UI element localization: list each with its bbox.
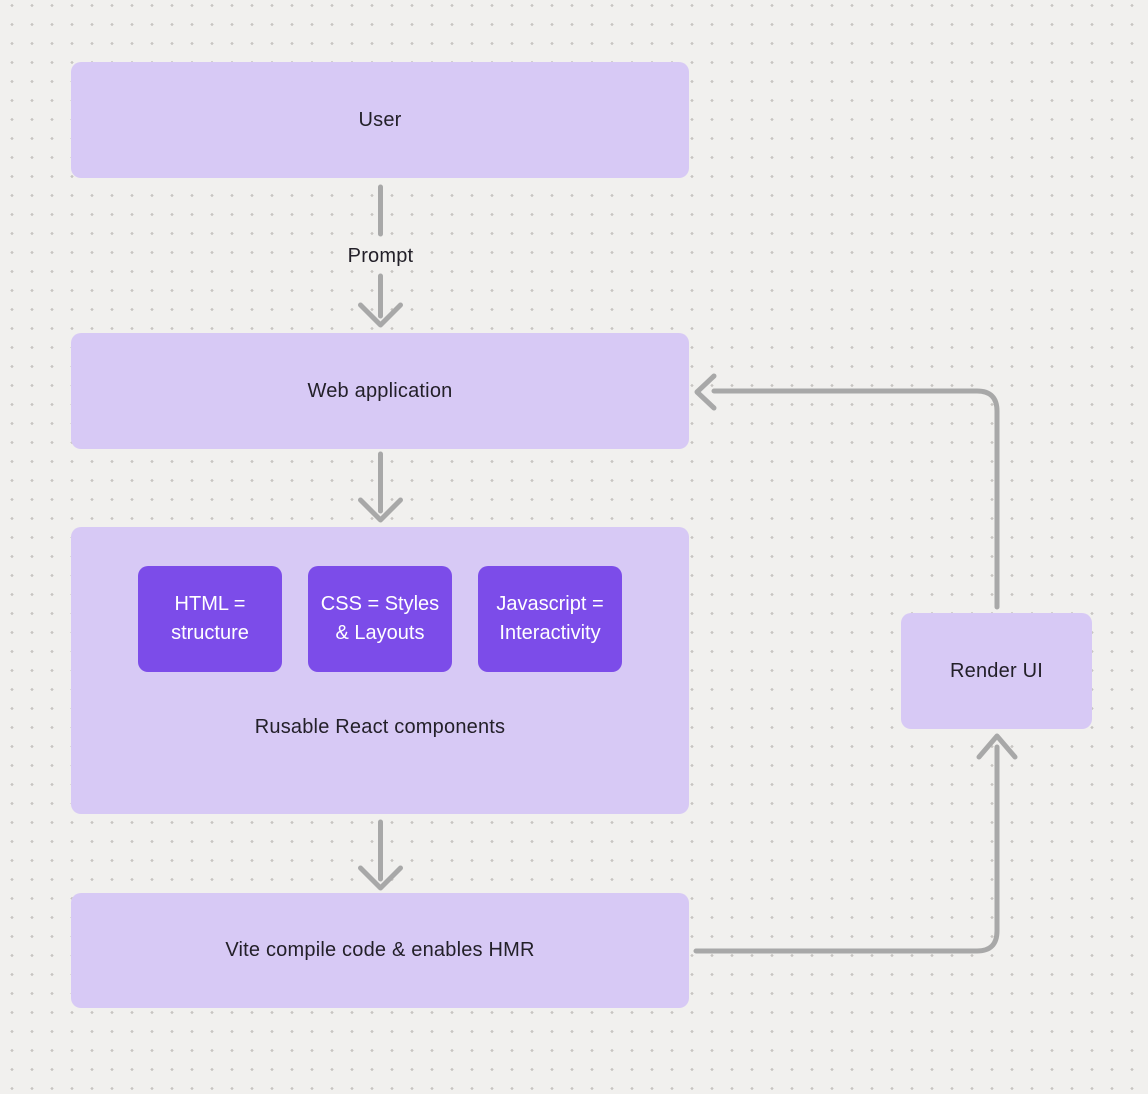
chip-javascript: Javascript = Interactivity	[478, 566, 622, 672]
chip-css-line2: & Layouts	[335, 622, 425, 644]
edge-vite-to-render-line	[693, 744, 1000, 954]
node-vite: Vite compile code & enables HMR	[71, 893, 689, 1008]
arrowhead-left-icon	[694, 373, 717, 411]
arrowhead-down-icon	[358, 497, 403, 523]
components-group-caption: Rusable React components	[254, 716, 506, 738]
chip-html: HTML = structure	[138, 566, 282, 672]
chip-css: CSS = Styles & Layouts	[308, 566, 452, 672]
chip-html-line2: structure	[171, 622, 249, 644]
chip-javascript-line1: Javascript =	[496, 593, 604, 615]
arrowhead-up-icon	[976, 733, 1018, 760]
chip-css-line1: CSS = Styles	[320, 593, 440, 615]
arrowhead-down-icon	[358, 865, 403, 891]
node-web-application: Web application	[71, 333, 689, 449]
node-vite-label: Vite compile code & enables HMR	[225, 939, 535, 961]
node-render-ui-label: Render UI	[950, 659, 1043, 682]
chip-javascript-line2: Interactivity	[499, 622, 601, 644]
node-web-application-label: Web application	[307, 379, 453, 402]
edge-render-to-webapp-line	[711, 388, 1000, 610]
edge-label-prompt: Prompt	[347, 245, 414, 267]
node-render-ui: Render UI	[901, 613, 1092, 729]
chip-html-line1: HTML =	[174, 593, 246, 615]
node-user: User	[71, 62, 689, 178]
node-components-group: HTML = structure CSS = Styles & Layouts …	[71, 527, 689, 814]
node-user-label: User	[358, 108, 402, 131]
arrowhead-down-icon	[358, 302, 403, 328]
